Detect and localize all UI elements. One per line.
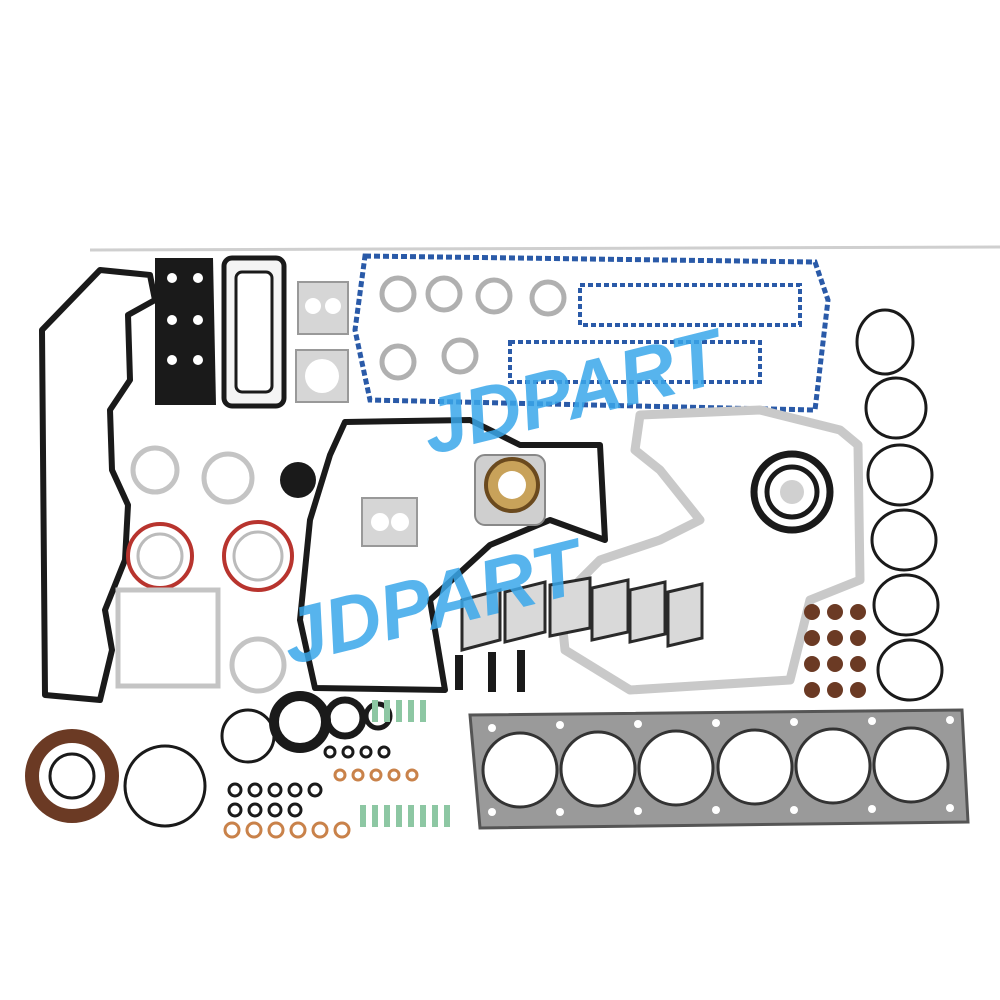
exhaust-flange-gaskets [295,281,349,403]
exhaust-manifold-gaskets [460,576,704,652]
front-crank-seal-stack [750,450,834,534]
cylinder-head-gasket [468,708,970,830]
rear-crank-seal [474,454,546,526]
green-sleeves [360,700,450,827]
fiber-gasket-cluster [115,445,287,694]
copper-washers [223,768,419,839]
gear-housing-gasket [555,405,865,695]
timing-cover-gasket [297,417,608,693]
turbo-gasket [361,497,418,547]
black-plugs [455,650,525,692]
table-edge-line [89,245,1000,252]
oil-pan-gasket-top [352,253,831,413]
oil-cooler-gasket-black [155,258,216,405]
black-cap [280,462,316,498]
valve-stem-seals [804,604,866,698]
liner-o-rings [855,308,944,702]
oil-cooler-gasket-outline [221,255,287,409]
valve-cover-gasket [39,267,158,703]
small-o-rings [227,745,391,818]
crank-seals-bottom [25,691,393,828]
